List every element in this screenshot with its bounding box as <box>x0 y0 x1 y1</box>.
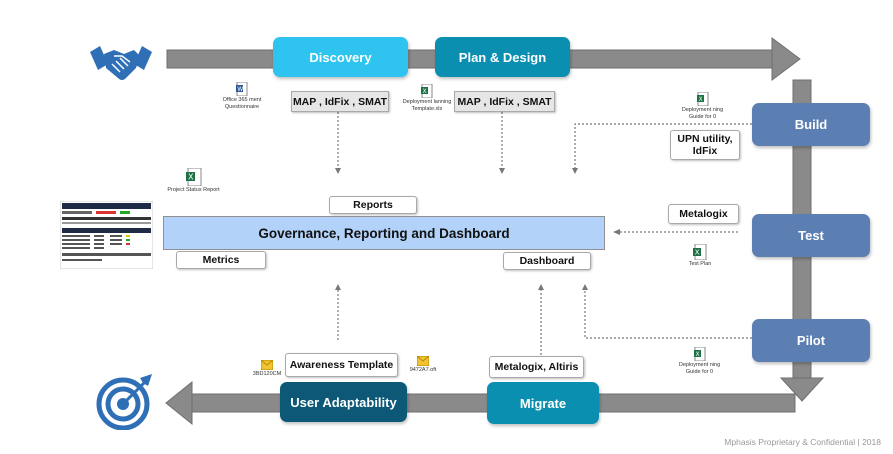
build-tools-tag: UPN utility, IdFix <box>670 130 740 160</box>
svg-text:X: X <box>698 96 702 103</box>
awareness-file-1: 3BD120CM <box>252 360 282 378</box>
office365-questionnaire-label: Office 365 ment Questionnaire <box>222 97 262 110</box>
awareness-file-2-label: 9472A7.oft <box>409 367 437 373</box>
svg-text:W: W <box>237 86 243 93</box>
build-connector <box>574 123 752 168</box>
phase-plan-design[interactable]: Plan & Design <box>435 37 570 77</box>
migrate-tools-tag: Metalogix, Altiris <box>489 356 584 378</box>
phase-test[interactable]: Test <box>752 214 870 257</box>
awareness-file-2: 9472A7.oft <box>406 356 440 374</box>
phase-user-adaptability[interactable]: User Adaptability <box>280 382 407 422</box>
pilot-guide-label: Deployment ning Guide for 0 <box>678 362 721 375</box>
excel-doc-icon: X <box>185 168 201 186</box>
phase-migrate[interactable]: Migrate <box>487 382 599 424</box>
excel-doc-icon: X <box>421 84 433 98</box>
bottom-flow-arrowhead <box>165 380 193 426</box>
excel-doc-icon: X <box>696 92 708 106</box>
test-tools-tag: Metalogix <box>668 204 739 224</box>
handshake-icon <box>90 46 152 80</box>
build-guide-label: Deployment ning Guide for 0 <box>681 107 724 120</box>
excel-doc-icon: X <box>693 244 707 260</box>
target-icon <box>96 374 152 430</box>
metrics-tag: Metrics <box>176 251 266 269</box>
governance-bar: Governance, Reporting and Dashboard <box>163 216 605 250</box>
project-status-doc: X Project Status Report <box>166 168 221 194</box>
footer-text: Mphasis Proprietary & Confidential | 201… <box>724 437 881 447</box>
phase-discovery[interactable]: Discovery <box>273 37 408 77</box>
envelope-icon <box>417 356 429 366</box>
svg-text:X: X <box>695 351 699 358</box>
test-plan-label: Test Plan <box>688 261 712 267</box>
word-doc-icon: W <box>236 82 248 96</box>
discovery-tools-tag: MAP , IdFix , SMAT <box>291 91 389 112</box>
office365-questionnaire-doc: W Office 365 ment Questionnaire <box>212 82 272 111</box>
top-flow-arrowhead <box>771 37 801 81</box>
dashboard-tag: Dashboard <box>503 252 591 270</box>
deployment-template-doc: X Deployment lanning Template.xls <box>397 84 457 113</box>
excel-doc-icon: X <box>693 347 705 361</box>
pilot-connector <box>584 290 752 339</box>
svg-text:X: X <box>188 173 194 182</box>
pilot-guide-doc: X Deployment ning Guide for 0 <box>672 347 727 376</box>
test-plan-doc: X Test Plan <box>680 244 720 268</box>
deployment-template-label: Deployment lanning Template.xls <box>402 99 452 112</box>
svg-text:X: X <box>423 88 427 95</box>
plan-tools-tag: MAP , IdFix , SMAT <box>454 91 555 112</box>
awareness-file-1-label: 3BD120CM <box>252 371 282 377</box>
right-flow-arrowhead <box>779 377 825 402</box>
phase-pilot[interactable]: Pilot <box>752 319 870 362</box>
build-guide-doc: X Deployment ning Guide for 0 <box>675 92 730 121</box>
envelope-icon <box>261 360 273 370</box>
reports-tag: Reports <box>329 196 417 214</box>
awareness-template-tag: Awareness Template <box>285 353 398 377</box>
phase-build[interactable]: Build <box>752 103 870 146</box>
svg-text:X: X <box>695 249 700 257</box>
project-status-label: Project Status Report <box>167 187 220 193</box>
report-thumbnail <box>60 201 153 269</box>
